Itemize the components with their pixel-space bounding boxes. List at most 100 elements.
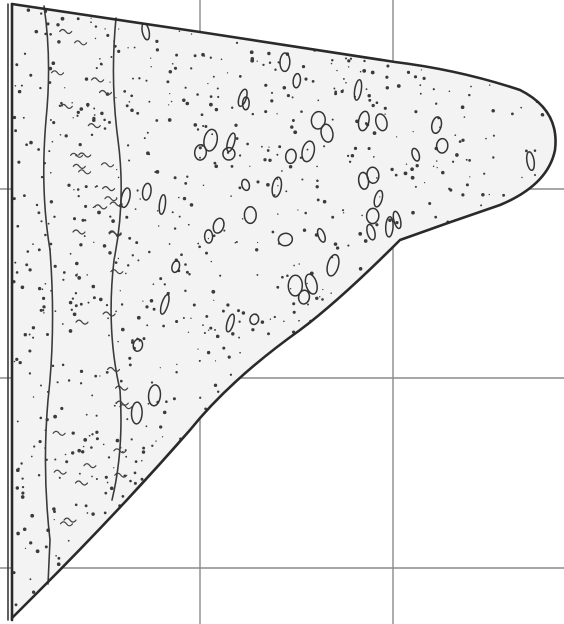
speck-icon bbox=[137, 259, 139, 261]
speck-icon bbox=[110, 56, 112, 58]
speck-icon bbox=[93, 108, 95, 110]
speck-icon bbox=[153, 283, 155, 285]
speck-icon bbox=[156, 48, 159, 51]
speck-icon bbox=[261, 320, 265, 324]
speck-icon bbox=[91, 433, 93, 435]
speck-icon bbox=[322, 289, 323, 290]
speck-icon bbox=[198, 245, 201, 248]
speck-icon bbox=[348, 66, 349, 67]
speck-icon bbox=[91, 134, 93, 136]
speck-icon bbox=[207, 351, 210, 354]
speck-icon bbox=[217, 96, 219, 98]
speck-icon bbox=[18, 90, 22, 94]
speck-icon bbox=[142, 447, 145, 450]
speck-icon bbox=[283, 321, 285, 323]
speck-icon bbox=[104, 492, 107, 495]
speck-icon bbox=[246, 143, 249, 146]
speck-icon bbox=[77, 111, 80, 114]
speck-icon bbox=[345, 82, 347, 84]
speck-icon bbox=[96, 185, 98, 187]
speck-icon bbox=[349, 161, 351, 163]
speck-icon bbox=[79, 143, 82, 146]
speck-icon bbox=[435, 103, 437, 105]
speck-icon bbox=[454, 134, 456, 136]
speck-icon bbox=[16, 468, 20, 472]
speck-icon bbox=[411, 176, 415, 180]
speck-icon bbox=[101, 64, 103, 66]
speck-icon bbox=[84, 205, 87, 208]
speck-icon bbox=[469, 176, 470, 177]
speck-icon bbox=[50, 172, 52, 174]
speck-icon bbox=[155, 119, 158, 122]
speck-icon bbox=[312, 80, 315, 83]
speck-icon bbox=[274, 316, 276, 318]
speck-icon bbox=[29, 334, 31, 336]
speck-icon bbox=[37, 148, 40, 151]
speck-icon bbox=[264, 84, 267, 87]
speck-icon bbox=[180, 253, 183, 256]
speck-icon bbox=[493, 135, 495, 137]
speck-icon bbox=[113, 467, 114, 468]
speck-icon bbox=[132, 254, 134, 256]
speck-icon bbox=[277, 185, 278, 186]
speck-icon bbox=[126, 104, 129, 107]
speck-icon bbox=[145, 305, 148, 308]
speck-icon bbox=[27, 250, 30, 253]
speck-icon bbox=[289, 165, 292, 168]
speck-icon bbox=[76, 115, 78, 117]
speck-icon bbox=[223, 230, 225, 232]
speck-icon bbox=[134, 482, 137, 485]
speck-icon bbox=[104, 512, 107, 515]
speck-icon bbox=[172, 63, 174, 65]
speck-icon bbox=[71, 102, 73, 104]
speck-icon bbox=[29, 141, 33, 145]
speck-icon bbox=[130, 109, 134, 113]
speck-icon bbox=[174, 227, 176, 229]
speck-icon bbox=[96, 415, 98, 417]
speck-icon bbox=[197, 128, 199, 130]
speck-icon bbox=[197, 243, 199, 245]
speck-icon bbox=[237, 309, 240, 312]
speck-icon bbox=[388, 218, 391, 221]
speck-icon bbox=[148, 154, 150, 156]
speck-icon bbox=[226, 303, 229, 306]
speck-icon bbox=[138, 77, 140, 79]
speck-icon bbox=[362, 69, 366, 73]
speck-icon bbox=[153, 308, 156, 311]
speck-icon bbox=[410, 167, 414, 171]
speck-icon bbox=[90, 21, 92, 23]
speck-icon bbox=[164, 283, 166, 285]
speck-icon bbox=[29, 74, 32, 77]
speck-icon bbox=[184, 290, 186, 292]
speck-icon bbox=[511, 113, 514, 116]
speck-icon bbox=[72, 297, 74, 299]
speck-icon bbox=[77, 273, 78, 274]
speck-icon bbox=[455, 153, 459, 157]
speck-icon bbox=[19, 361, 22, 364]
speck-icon bbox=[114, 405, 116, 407]
speck-icon bbox=[520, 107, 522, 109]
speck-icon bbox=[221, 59, 223, 61]
speck-icon bbox=[42, 288, 44, 290]
speck-icon bbox=[173, 397, 176, 400]
speck-icon bbox=[420, 93, 422, 95]
speck-icon bbox=[256, 274, 258, 276]
speck-icon bbox=[466, 183, 469, 186]
speck-icon bbox=[77, 276, 81, 280]
speck-icon bbox=[139, 198, 141, 200]
speck-icon bbox=[190, 67, 192, 69]
speck-icon bbox=[91, 476, 93, 478]
speck-icon bbox=[347, 245, 349, 247]
speck-icon bbox=[29, 541, 32, 544]
speck-icon bbox=[103, 444, 105, 446]
speck-icon bbox=[428, 202, 431, 205]
speck-icon bbox=[71, 309, 73, 311]
speck-icon bbox=[118, 177, 120, 179]
speck-icon bbox=[25, 263, 28, 266]
speck-icon bbox=[175, 371, 177, 373]
speck-icon bbox=[197, 349, 198, 350]
speck-icon bbox=[207, 83, 208, 84]
speck-icon bbox=[68, 379, 70, 381]
speck-icon bbox=[23, 194, 26, 197]
speck-icon bbox=[276, 286, 279, 289]
